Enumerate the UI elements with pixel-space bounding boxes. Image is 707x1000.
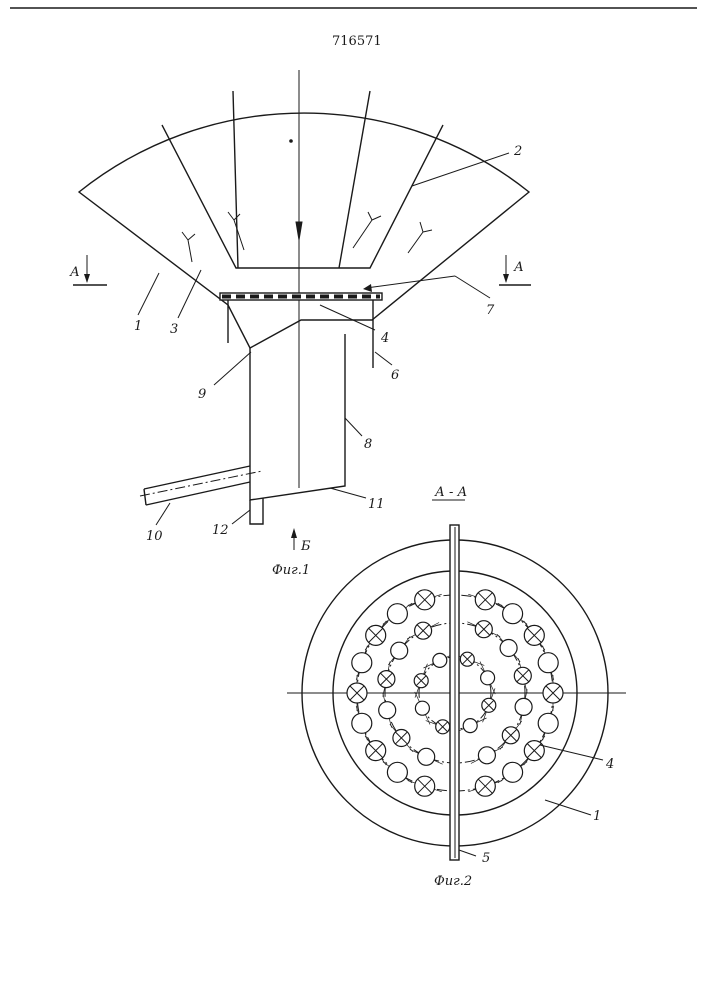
grate-hole <box>515 689 532 724</box>
fig2-caption: Фиг.2 <box>434 874 472 889</box>
grate-hole <box>415 692 430 725</box>
flow-arrows <box>182 139 432 262</box>
side-pipe <box>144 466 250 505</box>
pointer-7 <box>366 276 455 288</box>
label-8-fig1: 8 <box>364 437 372 452</box>
grate-hole <box>408 590 442 610</box>
label-6-fig1: 6 <box>391 368 399 383</box>
patent-number: 716571 <box>332 34 382 49</box>
label-3-fig1: 3 <box>170 322 178 337</box>
label-12-fig1: 12 <box>212 523 229 538</box>
cone-body <box>79 113 529 348</box>
section-mark-left: А <box>69 265 80 280</box>
outlet-pipe <box>250 498 263 524</box>
grate-hole <box>497 634 520 662</box>
grate-hole <box>383 603 412 624</box>
grate-hole <box>352 706 372 740</box>
grate-hole <box>347 675 367 711</box>
grate-hole <box>408 776 442 796</box>
label-2-fig1: 2 <box>513 144 522 159</box>
grate-hole <box>514 658 531 693</box>
grate-hole <box>500 721 522 750</box>
label-4-fig1: 4 <box>380 331 389 346</box>
label-7-fig1: 7 <box>486 303 495 318</box>
grate-hole <box>468 776 502 796</box>
grate-hole <box>365 621 386 650</box>
label-10-fig1: 10 <box>146 529 163 544</box>
label-9-fig1: 9 <box>198 387 206 402</box>
label-1-fig1: 1 <box>134 319 142 334</box>
grate-hole <box>365 736 386 765</box>
grate-hole <box>524 621 545 650</box>
fig2-drawing: А - А 4 1 5 Фиг.2 <box>287 485 626 889</box>
grate-hole <box>543 675 563 711</box>
grate-hole <box>498 762 527 783</box>
grate-hole <box>498 603 527 624</box>
grate-hole <box>383 762 412 783</box>
grate-hole <box>378 662 395 697</box>
grate-hole <box>538 646 558 680</box>
view-arrow <box>291 528 297 550</box>
grate-hole <box>480 662 495 695</box>
label-1-fig2: 1 <box>593 809 601 824</box>
section-title: А - А <box>434 485 467 500</box>
grate-hole <box>468 590 502 610</box>
grate-hole <box>407 622 439 639</box>
leader-lines <box>138 153 509 525</box>
grate-hole <box>388 636 410 665</box>
pointer-7-arrowhead <box>363 284 372 292</box>
grate-hole <box>379 693 396 728</box>
grate-hole <box>471 747 503 764</box>
label-4-fig2: 4 <box>605 757 614 772</box>
grate-hole <box>390 724 413 752</box>
grate-hole <box>352 646 372 680</box>
label-5-fig2: 5 <box>482 851 490 866</box>
section-mark-right: А <box>513 260 524 275</box>
grate-hole <box>524 736 545 765</box>
column-body <box>250 334 345 500</box>
view-mark: Б <box>300 539 311 554</box>
label-11-fig1: 11 <box>368 497 385 512</box>
fig1-caption: Фиг.1 <box>272 563 310 578</box>
grate-hole <box>467 621 500 638</box>
cone-inner-segments <box>162 91 443 268</box>
fig1-drawing: А А Б 1 2 3 4 6 7 8 9 10 <box>69 70 531 578</box>
grate-hole <box>538 706 558 740</box>
